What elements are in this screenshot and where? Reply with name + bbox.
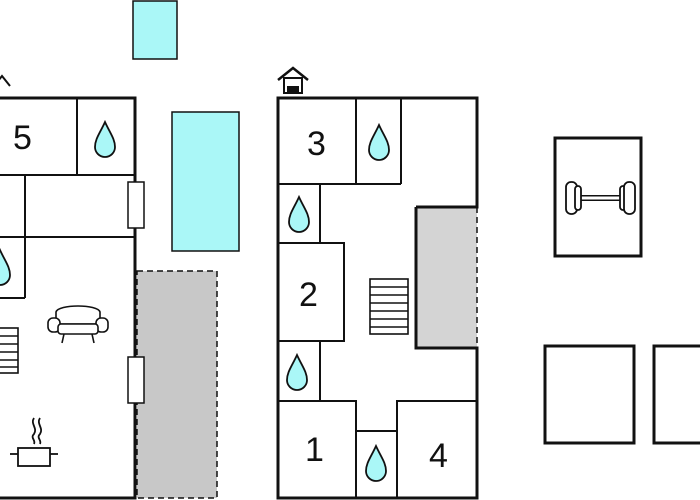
- water-drop-icon: [286, 354, 308, 391]
- building-left: [0, 96, 137, 500]
- water-drop-icon: [0, 249, 11, 286]
- window: [127, 181, 145, 229]
- building-middle: [276, 96, 479, 500]
- pool-large: [171, 111, 240, 252]
- terrace-left: [136, 270, 218, 499]
- stairs-icon: [369, 278, 409, 335]
- room-number-4: 4: [429, 437, 448, 475]
- water-drop-icon: [365, 445, 387, 482]
- house-icon: [0, 74, 11, 87]
- pool-small: [132, 0, 178, 60]
- sofa-icon: [47, 305, 109, 344]
- dumbbell-icon: [565, 181, 636, 215]
- terrace-middle: [416, 207, 477, 348]
- room-number-2: 2: [299, 276, 318, 314]
- water-drop-icon: [288, 196, 310, 233]
- stairs-icon: [0, 327, 19, 374]
- room-number-1: 1: [305, 431, 324, 469]
- water-drop-icon: [94, 121, 116, 158]
- water-drop-icon: [368, 124, 390, 161]
- window: [127, 356, 145, 404]
- room-number-3: 3: [307, 125, 326, 163]
- house-icon: [277, 66, 309, 94]
- cooking-pot-icon: [10, 417, 58, 467]
- outbuilding: [652, 344, 700, 445]
- outbuilding: [543, 344, 636, 445]
- room-number-5: 5: [13, 119, 32, 157]
